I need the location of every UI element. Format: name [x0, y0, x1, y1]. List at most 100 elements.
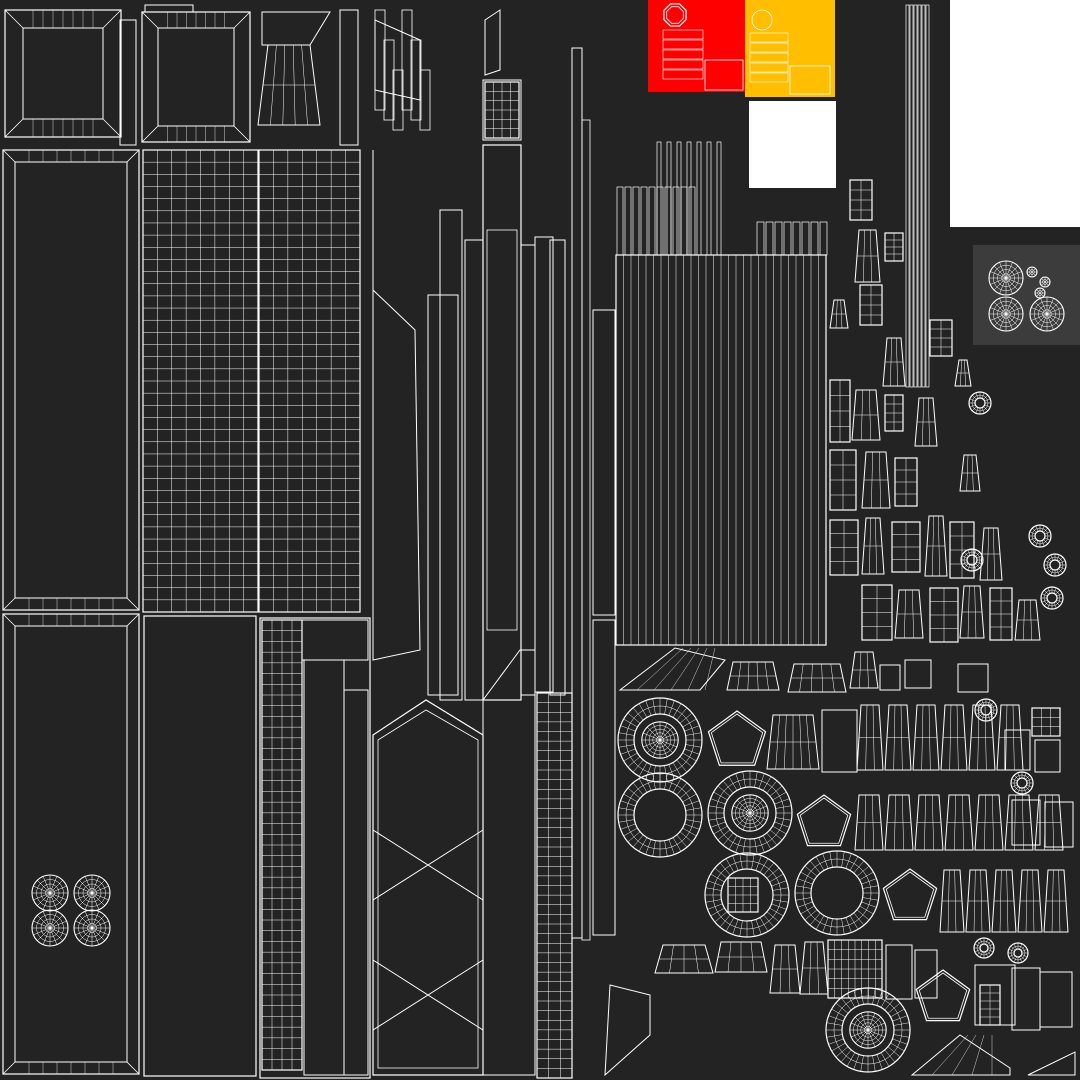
- uv-edge-line-174: [91, 927, 105, 941]
- uv-edge-line-863: [638, 837, 648, 852]
- uv-edge-line-898: [754, 838, 758, 855]
- uv-edge-line-1252: [1005, 262, 1013, 279]
- uv-edge-line-984: [771, 903, 787, 910]
- uv-edge-line-1012: [759, 858, 769, 873]
- uv-edge-line-1223: [860, 1013, 869, 1031]
- uv-edge-line-902: [728, 835, 738, 850]
- uv-edge-line-23: [233, 11, 251, 29]
- uv-edge-rect-1167: [1039, 971, 1073, 1028]
- uv-edge-line-639: [1041, 593, 1048, 597]
- uv-edge-line-660: [1035, 525, 1039, 532]
- uv-edge-line-147: [91, 885, 109, 894]
- uv-edge-line-187: [91, 920, 109, 929]
- uv-edge-line-909: [708, 805, 725, 809]
- uv-edge-line-764: [682, 718, 697, 728]
- uv-edge-rect-326: [343, 689, 369, 1076]
- uv-edge-line-753: [627, 712, 641, 724]
- uv-edge-line-186: [91, 915, 105, 929]
- uv-edge-line-708: [704, 647, 716, 691]
- uv-edge-line-141: [75, 885, 93, 894]
- uv-edge-line-135: [91, 892, 100, 910]
- uv-edge-line-876: [645, 775, 652, 791]
- uv-edge-line-645: [1056, 593, 1063, 597]
- uv-edge-line-1197: [860, 988, 864, 1005]
- uv-edge-line-143: [84, 876, 93, 894]
- uv-edge-line-114: [49, 892, 63, 906]
- uv-edge-line-756: [645, 700, 652, 716]
- uv-edge-line-745: [627, 756, 641, 768]
- uv-edge-line-1204: [890, 1008, 905, 1018]
- uv-edge-line-677: [1044, 560, 1051, 564]
- uv-edge-line-882: [676, 782, 688, 796]
- uv-edge-line-640: [1044, 590, 1049, 595]
- uv-edge-line-1039: [822, 917, 829, 933]
- uv-edge-line-697: [1014, 775, 1019, 780]
- uv-edge-line-1160: [1010, 945, 1016, 951]
- uv-edge-line-862: [645, 839, 652, 855]
- uv-edge-line-1225: [867, 1013, 876, 1031]
- uv-edge-line-177: [84, 927, 93, 945]
- uv-edge-polygon-383: [377, 709, 479, 1069]
- uv-edge-line-644: [1055, 590, 1060, 595]
- uv-edge-line-774: [659, 739, 674, 754]
- uv-edge-line-921: [766, 780, 778, 794]
- uv-edge-line-651: [1043, 539, 1048, 544]
- uv-edge-line-1268: [990, 307, 1007, 315]
- uv-edge-line-1035: [845, 917, 852, 933]
- uv-edge-rect-977: [1011, 799, 1041, 846]
- uv-edge-polygon-449: [666, 6, 684, 24]
- uv-edge-rect-428: [921, 4, 926, 388]
- uv-edge-line-840: [990, 705, 997, 709]
- uv-edge-line-1172: [893, 1034, 910, 1038]
- uv-edge-line-663: [1043, 528, 1048, 533]
- uv-edge-line-994: [725, 917, 735, 932]
- lower-islands: [604, 647, 1076, 1077]
- uv-edge-line-1137: [976, 950, 982, 956]
- uv-edge-line-779: [643, 739, 661, 748]
- uv-edge-line-918: [754, 771, 758, 788]
- uv-edge-line-598: [972, 406, 977, 411]
- uv-edge-polygon-448: [663, 3, 687, 27]
- uv-edge-line-905: [713, 825, 728, 835]
- uv-edge-line-859: [664, 840, 668, 857]
- uv-edge-line-1242: [1005, 277, 1013, 294]
- uv-edge-line-1248: [990, 271, 1007, 279]
- uv-edge-line-690: [1023, 787, 1027, 794]
- uv-edge-line-912: [717, 785, 731, 797]
- uv-edge-line-747: [620, 748, 636, 755]
- uv-edge-line-614: [973, 564, 977, 571]
- uv-edge-rect-457: [749, 32, 789, 43]
- uv-edge-line-836: [981, 699, 985, 706]
- uv-edge-line-175: [91, 927, 100, 945]
- uv-edge-line-892: [774, 821, 790, 828]
- uv-edge-polygon-1229: [910, 1034, 1011, 1076]
- uv-edge-line-985: [769, 907, 784, 917]
- uv-edge-rect-454: [662, 69, 704, 80]
- uv-edge-line-1246: [990, 277, 1007, 285]
- uv-edge-line-1203: [887, 1002, 901, 1014]
- uv-edge-rect-442: [774, 221, 783, 256]
- uv-edge-rect-444: [792, 221, 801, 256]
- uv-edge-line-1013: [763, 862, 775, 876]
- uv-edge-line-895: [766, 832, 778, 846]
- uv-edge-line-1320: [1036, 292, 1041, 297]
- uv-edge-line-828: [987, 714, 991, 721]
- uv-edge-line-1196: [853, 990, 860, 1006]
- uv-edge-line-1249: [993, 265, 1007, 279]
- uv-edge-line-1266: [990, 313, 1007, 321]
- uv-edge-line-1253: [1005, 265, 1019, 279]
- uv-edge-line-5: [102, 118, 122, 138]
- uv-edge-polygon-1091: [714, 941, 768, 973]
- uv-edge-line-157: [42, 927, 51, 945]
- uv-edge-polygon-1065: [885, 871, 935, 918]
- uv-edge-line-593: [984, 404, 991, 408]
- uv-edge-line-1206: [893, 1022, 910, 1026]
- uv-edge-line-1289: [1034, 301, 1048, 315]
- uv-edge-line-735: [679, 756, 693, 768]
- swatch-overlays: [662, 3, 831, 95]
- uv-edge-rect-727: [957, 663, 989, 693]
- uv-edge-line-601: [969, 398, 976, 402]
- uv-edge-line-1049: [800, 871, 815, 881]
- uv-edge-line-903: [722, 832, 734, 846]
- uv-edge-line-602: [972, 395, 977, 400]
